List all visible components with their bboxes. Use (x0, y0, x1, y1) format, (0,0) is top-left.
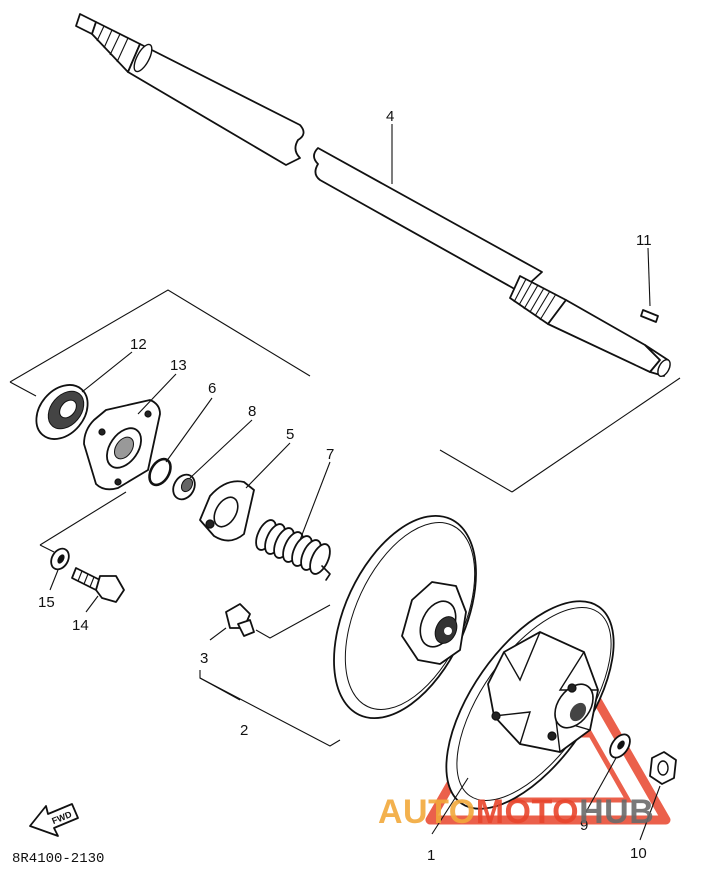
woodruff-key (640, 309, 659, 323)
nut (649, 751, 677, 785)
callout-4: 4 (386, 108, 394, 125)
movable-sheave (445, 600, 615, 810)
washer (609, 733, 631, 759)
fixed-sheave (333, 514, 477, 720)
watermark-logo: AUTOMOTOHUB (378, 793, 654, 831)
bracket-plate (83, 399, 161, 491)
bolt (71, 567, 125, 603)
slider-pin (225, 603, 255, 637)
lock-washer (50, 547, 70, 571)
svg-text:AUTOMOTOHUB: AUTOMOTOHUB (378, 793, 654, 831)
callout-1: 1 (427, 847, 435, 864)
callout-6: 6 (208, 380, 216, 397)
secondary-shaft (75, 13, 671, 377)
callout-2: 2 (240, 722, 248, 739)
leader-lines (49, 124, 661, 841)
assembly-outline (9, 289, 681, 553)
callout-14: 14 (72, 617, 89, 634)
watermark-auto: AUTO (378, 793, 476, 831)
forward-arrow-icon: FWD (29, 803, 79, 837)
callout-3: 3 (200, 650, 208, 667)
callout-10: 10 (630, 845, 647, 862)
watermark-hub: HUB (579, 793, 654, 831)
bearing (35, 384, 89, 440)
callout-labels: 1 2 3 4 5 6 7 8 9 10 11 12 13 14 15 (38, 108, 652, 864)
callout-7: 7 (326, 446, 334, 463)
callout-12: 12 (130, 336, 147, 353)
spring-seat (199, 480, 255, 542)
leader-3 (255, 604, 331, 639)
spring (255, 519, 331, 581)
watermark-moto: MOTO (476, 793, 579, 831)
callout-5: 5 (286, 426, 294, 443)
callout-13: 13 (170, 357, 187, 374)
figure-code: 8R4100-2130 (12, 851, 104, 867)
callout-8: 8 (248, 403, 256, 420)
collar (172, 473, 196, 501)
callout-11: 11 (636, 232, 652, 249)
callout-9: 9 (580, 817, 588, 834)
callout-15: 15 (38, 594, 55, 611)
